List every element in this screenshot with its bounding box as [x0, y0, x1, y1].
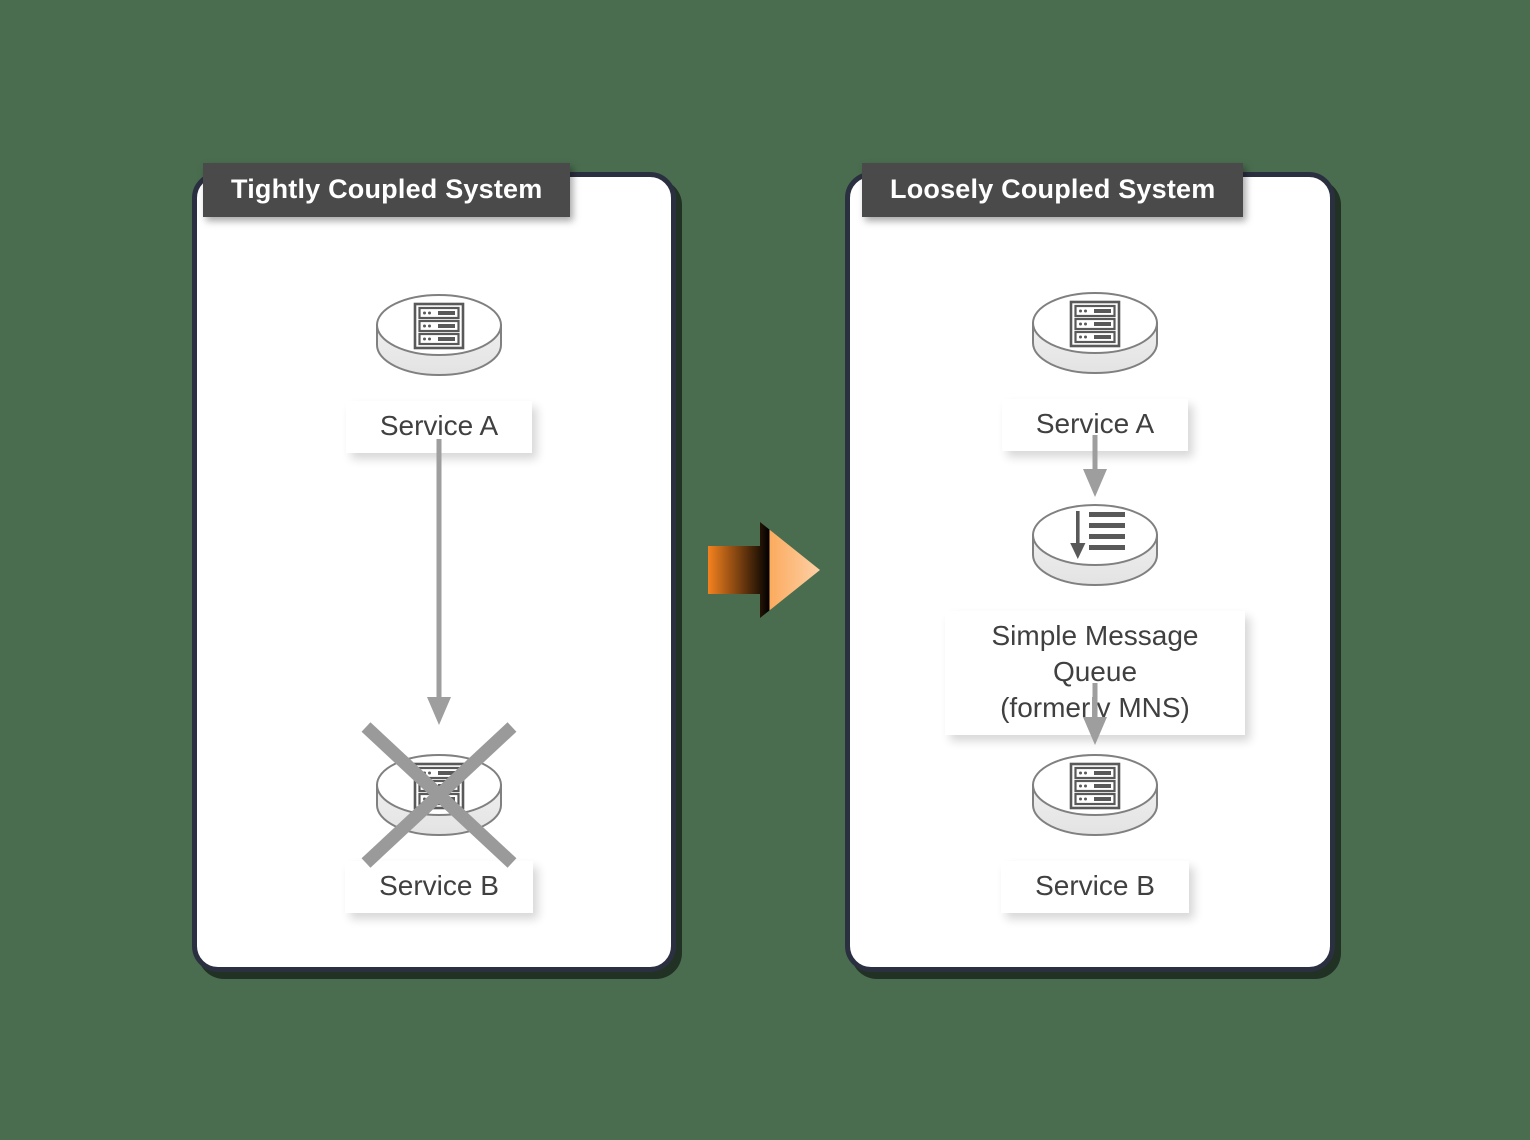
node-message-queue: Simple Message Queue (formerly MNS) — [945, 489, 1245, 735]
panel-title-loosely-coupled: Loosely Coupled System — [862, 163, 1244, 217]
connector-service-a-to-queue — [1080, 435, 1110, 501]
cylinder-service-b-left — [373, 739, 505, 851]
server-rack-icon — [1069, 762, 1121, 810]
cylinder-message-queue — [1029, 489, 1161, 601]
message-queue-icon — [1070, 511, 1125, 559]
node-service-b-right: Service B — [945, 739, 1245, 913]
panel-loosely-coupled: Loosely Coupled System — [845, 163, 1335, 972]
node-label-service-b-right: Service B — [1001, 861, 1189, 913]
node-service-a-right: Service A — [945, 277, 1245, 451]
cylinder-service-a-left — [373, 279, 505, 391]
connector-service-a-to-service-b — [424, 439, 454, 729]
node-service-b-left: Service B — [289, 739, 589, 913]
node-label-service-b-left: Service B — [345, 861, 533, 913]
orange-right-arrow-icon — [706, 520, 822, 620]
server-rack-icon — [413, 302, 465, 350]
connector-queue-to-service-b — [1080, 683, 1110, 749]
panel-title-tightly-coupled: Tightly Coupled System — [203, 163, 571, 217]
cylinder-service-b-right — [1029, 739, 1161, 851]
panel-tightly-coupled: Tightly Coupled System — [192, 163, 676, 972]
node-label-message-queue-line1: Simple Message Queue — [991, 620, 1199, 687]
cylinder-service-a-right — [1029, 277, 1161, 389]
node-service-a-left: Service A — [289, 279, 589, 453]
server-rack-icon — [1069, 300, 1121, 348]
